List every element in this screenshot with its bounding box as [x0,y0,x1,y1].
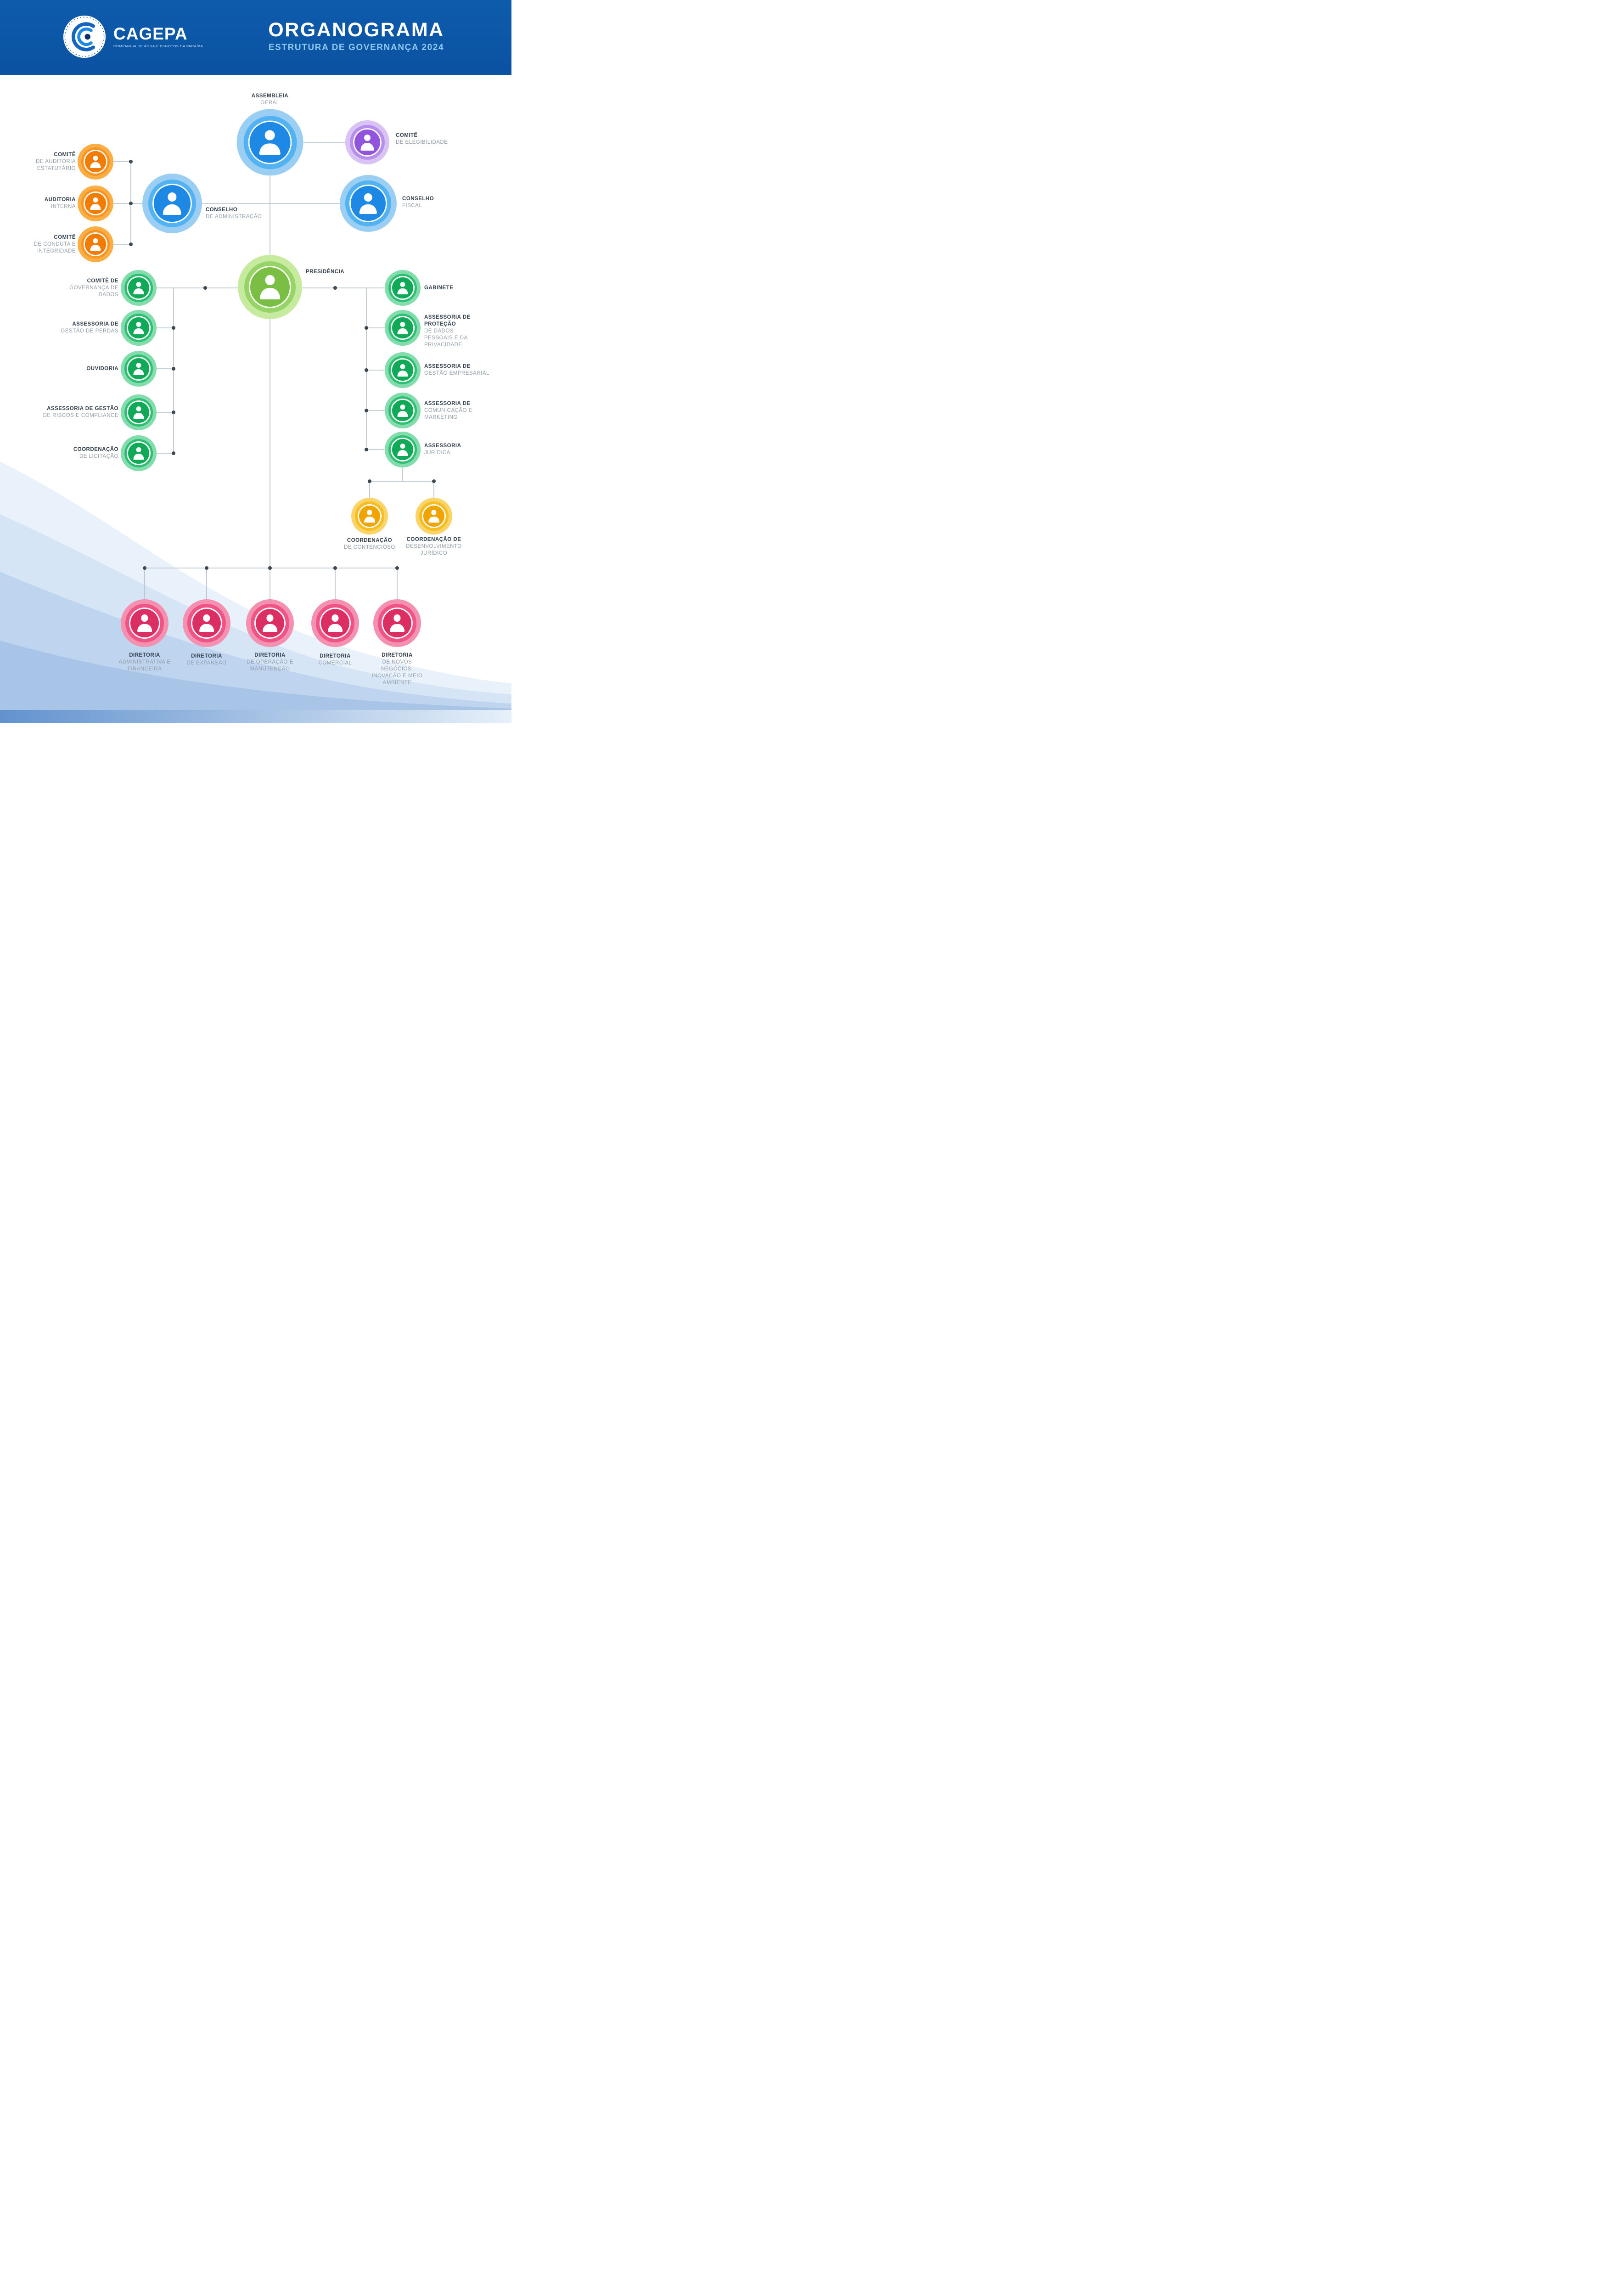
node-assessoria-gestao-perdas [121,310,157,346]
node-conselho-fiscal [340,175,397,232]
connector-lines [113,142,436,600]
person-icon [90,155,101,168]
node-diretoria-comercial [311,599,359,647]
person-icon [397,404,409,417]
water-wave-logo-icon [63,15,106,58]
person-icon [358,193,378,214]
node-conselho-administracao [142,174,202,233]
person-icon [133,406,145,419]
person-icon [389,614,405,632]
node-gabinete [385,270,421,306]
node-diretoria-administrativa-financeira [121,599,168,647]
node-comite-elegibilidade [345,120,389,164]
label-presidencia: PRESIDÊNCIA [306,269,345,275]
node-diretoria-novos-negocios [373,599,421,647]
person-icon [133,362,145,375]
person-icon [133,281,145,294]
node-comite-auditoria-estatutario [78,144,113,180]
page-title: ORGANOGRAMA [268,19,444,41]
person-icon [364,510,376,523]
person-icon [198,614,215,632]
node-assessoria-protecao-dados [385,310,421,346]
label-gabinete: GABINETE [424,285,454,291]
node-coordenacao-contencioso [351,498,388,535]
node-assembleia-geral [236,109,303,176]
node-auditoria-interna [78,186,113,221]
person-icon [397,443,409,456]
node-comite-governanca-dados [121,270,157,306]
node-diretoria-expansao [183,599,230,647]
node-comite-conduta-integridade [78,226,113,262]
person-icon [162,192,183,214]
company-logo: CAGEPA COMPANHIA DE ÁGUA E ESGOTOS DA PA… [62,15,203,59]
person-icon [397,364,409,377]
person-icon [262,614,278,632]
title-block: ORGANOGRAMA ESTRUTURA DE GOVERNANÇA 2024 [239,20,474,53]
node-ouvidoria [121,351,157,387]
logo-tagline: COMPANHIA DE ÁGUA E ESGOTOS DA PARAÍBA [113,44,203,48]
node-coordenacao-desenvolvimento-juridico [416,498,452,535]
person-icon [397,321,409,334]
node-presidencia [238,255,302,319]
node-assessoria-comunicacao-marketing [385,393,421,428]
logo-name: CAGEPA [113,24,188,43]
header-bar: CAGEPA COMPANHIA DE ÁGUA E ESGOTOS DA PA… [0,0,511,75]
node-diretoria-operacao-manutencao [246,599,294,647]
person-icon [136,614,153,632]
person-icon [90,197,101,210]
person-icon [258,129,282,155]
label-ouvidoria: OUVIDORIA [86,366,118,371]
page-subtitle: ESTRUTURA DE GOVERNANÇA 2024 [268,43,444,52]
organogram-page: CAGEPA COMPANHIA DE ÁGUA E ESGOTOS DA PA… [0,0,511,723]
logo-text: CAGEPA COMPANHIA DE ÁGUA E ESGOTOS DA PA… [113,25,203,48]
background-waves [0,461,511,723]
node-coordenacao-licitacao [121,435,157,471]
person-icon [397,281,409,294]
person-icon [133,321,145,334]
person-icon [258,275,281,299]
node-assessoria-juridica [385,432,421,467]
person-icon [327,614,343,632]
node-assessoria-riscos-compliance [121,394,157,430]
person-icon [428,510,440,523]
person-icon [359,134,375,150]
person-icon [90,238,101,251]
node-assessoria-gestao-empresarial [385,352,421,388]
person-icon [133,447,145,460]
